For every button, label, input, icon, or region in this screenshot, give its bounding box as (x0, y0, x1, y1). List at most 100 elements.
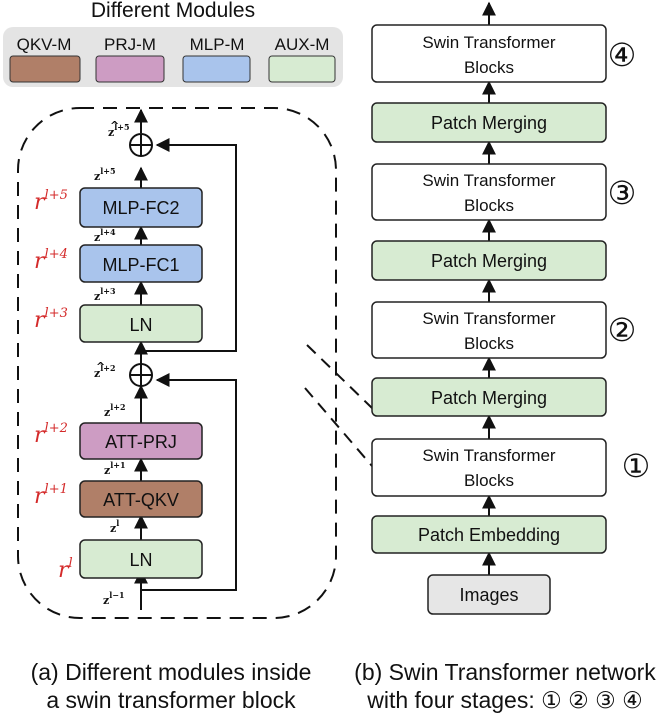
stage-4-mark: ④ (608, 37, 637, 73)
r-base: r (34, 190, 46, 215)
residual-connection-2 (141, 138, 237, 352)
z-base: z (94, 367, 100, 380)
swin-blocks-stage-4-box (371, 24, 607, 83)
module-mlp-fc2-label: MLP-FC2 (102, 198, 179, 218)
patch-embedding-label: Patch Embedding (418, 525, 560, 545)
z-sup: l+5 (114, 122, 129, 132)
r-sup: l+4 (45, 247, 68, 262)
module-att-qkv-label: ATT-QKV (103, 490, 179, 510)
caption-b-line1: (b) Swin Transformer network (354, 659, 656, 685)
residual-connection-1 (141, 373, 237, 591)
z-sup: l+3 (100, 286, 116, 296)
module-att-prj-label: ATT-PRJ (105, 432, 177, 452)
legend-swatch-qkv (9, 55, 81, 83)
swin-blocks-stage-3-line1: Swin Transformer (422, 171, 556, 190)
z-sup: l+2 (110, 402, 125, 412)
z-base: z (104, 406, 110, 419)
r-base: r (34, 484, 46, 509)
zoom-connector-upper (306, 344, 373, 409)
zhat-label-l-plus-2: zl+2 (94, 363, 116, 380)
swin-blocks-stage-1-line2: Blocks (464, 471, 514, 490)
images-label: Images (459, 585, 518, 605)
z-base: z (110, 522, 116, 535)
zoom-connector-lower (304, 387, 373, 467)
legend-label-qkv: QKV-M (17, 35, 72, 54)
module-mlp-fc1-label: MLP-FC1 (102, 255, 179, 275)
z-sup: l+5 (100, 166, 115, 176)
stage-1-mark: ① (622, 448, 651, 484)
legend-swatch-prj (95, 55, 165, 83)
legend-label-prj: PRJ-M (104, 35, 156, 54)
adder-attention (129, 363, 153, 387)
stage-3-mark: ③ (608, 175, 637, 211)
r-label-l-plus-3: rl+3 (34, 306, 68, 333)
module-mlp-fc1-box (79, 244, 203, 283)
hat-mark: ^ (96, 360, 105, 373)
module-ln-1-box (79, 539, 203, 579)
r-label-l-plus-1: rl+1 (34, 482, 68, 509)
r-label-l-plus-2: rl+2 (34, 421, 68, 448)
module-ln-2-label: LN (129, 315, 152, 335)
z-base: z (108, 126, 114, 139)
r-base: r (34, 423, 46, 448)
swin-blocks-stage-2-box (371, 301, 607, 359)
swin-blocks-stage-1-line1: Swin Transformer (422, 446, 556, 465)
legend-swatch-mlp (182, 55, 251, 83)
z-sup: l+2 (100, 363, 115, 373)
patch-merging-1-box (371, 377, 607, 417)
caption-a-line2: a swin transformer block (46, 687, 296, 713)
r-label-l-plus-4: rl+4 (34, 247, 68, 274)
legend-swatch-aux (268, 55, 336, 83)
r-base: r (34, 249, 46, 274)
images-box (427, 574, 551, 615)
hat-mark: ^ (110, 119, 119, 132)
swin-block-detail: LN ATT-QKV ATT-PRJ LN MLP-FC1 MLP-FC2 zl… (17, 107, 337, 619)
z-label-l: zl (110, 518, 119, 535)
z-label-l-plus-2: zl+2 (104, 402, 126, 419)
z-sup: l+1 (110, 460, 125, 470)
module-att-qkv-box (79, 480, 203, 518)
patch-merging-1-label: Patch Merging (431, 388, 547, 408)
z-base: z (103, 594, 109, 607)
r-base: r (34, 308, 46, 333)
caption-a-line1: (a) Different modules inside (31, 659, 312, 685)
swin-blocks-stage-3-box (371, 163, 607, 221)
zhat-label-l-plus-5: zl+5 (108, 122, 130, 139)
adder-mlp (129, 133, 153, 157)
z-label-l-plus-4: zl+4 (94, 227, 116, 244)
z-label-l-plus-5: zl+5 (94, 166, 116, 183)
z-base: z (94, 170, 100, 183)
legend-panel (3, 27, 343, 87)
r-sup: l+2 (45, 421, 68, 436)
z-base: z (94, 231, 100, 244)
swin-blocks-stage-2-line1: Swin Transformer (422, 309, 556, 328)
z-base: z (94, 290, 100, 303)
patch-merging-3-label: Patch Merging (431, 113, 547, 133)
patch-merging-2-label: Patch Merging (431, 251, 547, 271)
r-sup: l+1 (45, 482, 68, 497)
swin-blocks-stage-3-line2: Blocks (464, 196, 514, 215)
caption-b-line2: with four stages: ① ② ③ ④ (366, 687, 643, 713)
module-ln-2-box (79, 304, 203, 343)
r-sup: l (69, 556, 73, 571)
z-label-l-plus-3: zl+3 (94, 286, 116, 303)
block-dashed-outline (17, 107, 337, 619)
legend-title: Different Modules (91, 0, 255, 22)
swin-blocks-stage-2-line2: Blocks (464, 334, 514, 353)
z-label-l-minus-1: zl−1 (103, 590, 125, 607)
z-sup: l+4 (100, 227, 116, 237)
patch-merging-2-box (371, 240, 607, 281)
z-base: z (104, 464, 110, 477)
swin-blocks-stage-1-box (371, 438, 607, 497)
module-ln-1-label: LN (129, 550, 152, 570)
r-base: r (58, 558, 70, 583)
patch-embedding-box (371, 515, 607, 554)
module-att-prj-box (79, 422, 203, 460)
z-sup: l−1 (109, 590, 124, 600)
r-sup: l+3 (45, 306, 68, 321)
stage-2-mark: ② (608, 312, 637, 348)
legend-label-aux: AUX-M (275, 35, 330, 54)
patch-merging-3-box (371, 102, 607, 143)
swin-network: Images Patch Embedding Swin Transformer … (371, 1, 651, 615)
